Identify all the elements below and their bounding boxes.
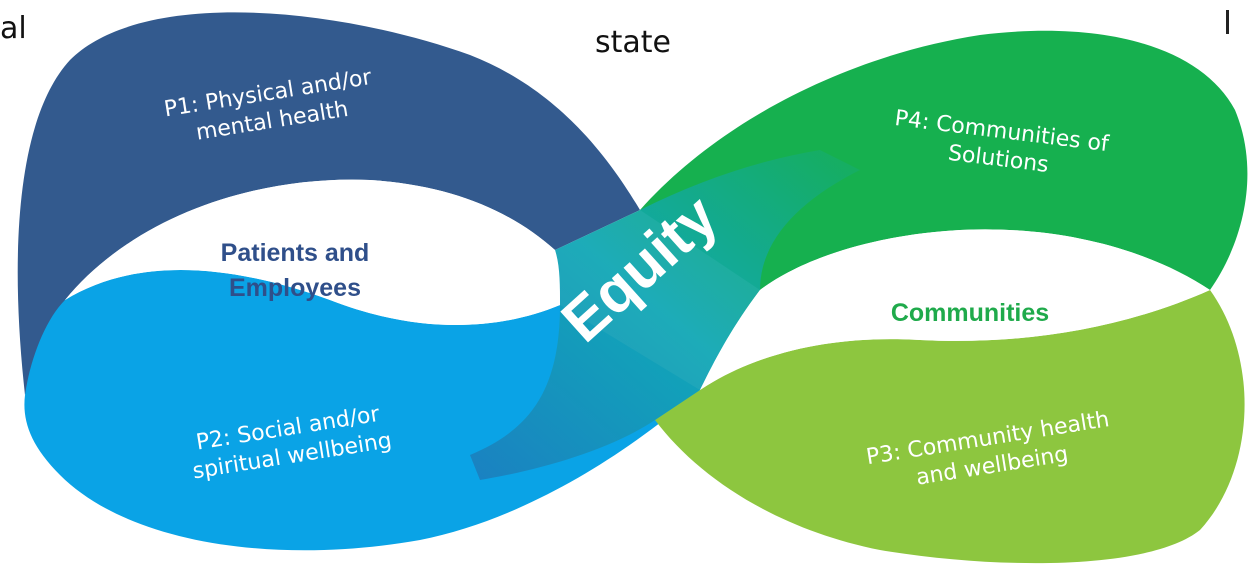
band-p2 [24, 270, 700, 551]
band-p4 [640, 30, 1248, 290]
right-loop-label-line1: Communities [890, 299, 1050, 327]
left-loop-label: Patients and Employees [185, 236, 405, 306]
left-loop-label-line1: Patients and [220, 239, 370, 267]
right-loop-hole [700, 229, 1210, 390]
band-center-equity [470, 150, 860, 480]
band-p3 [655, 290, 1245, 564]
top-right-text-fragment-mark [1226, 10, 1229, 34]
top-left-text-fragment: al [0, 11, 27, 46]
left-loop-label-line2: Employees [228, 274, 361, 302]
band-p1 [17, 12, 640, 395]
right-loop-label: Communities [870, 296, 1070, 331]
left-loop-hole [65, 179, 560, 325]
top-middle-text-fragment: state [595, 25, 671, 60]
